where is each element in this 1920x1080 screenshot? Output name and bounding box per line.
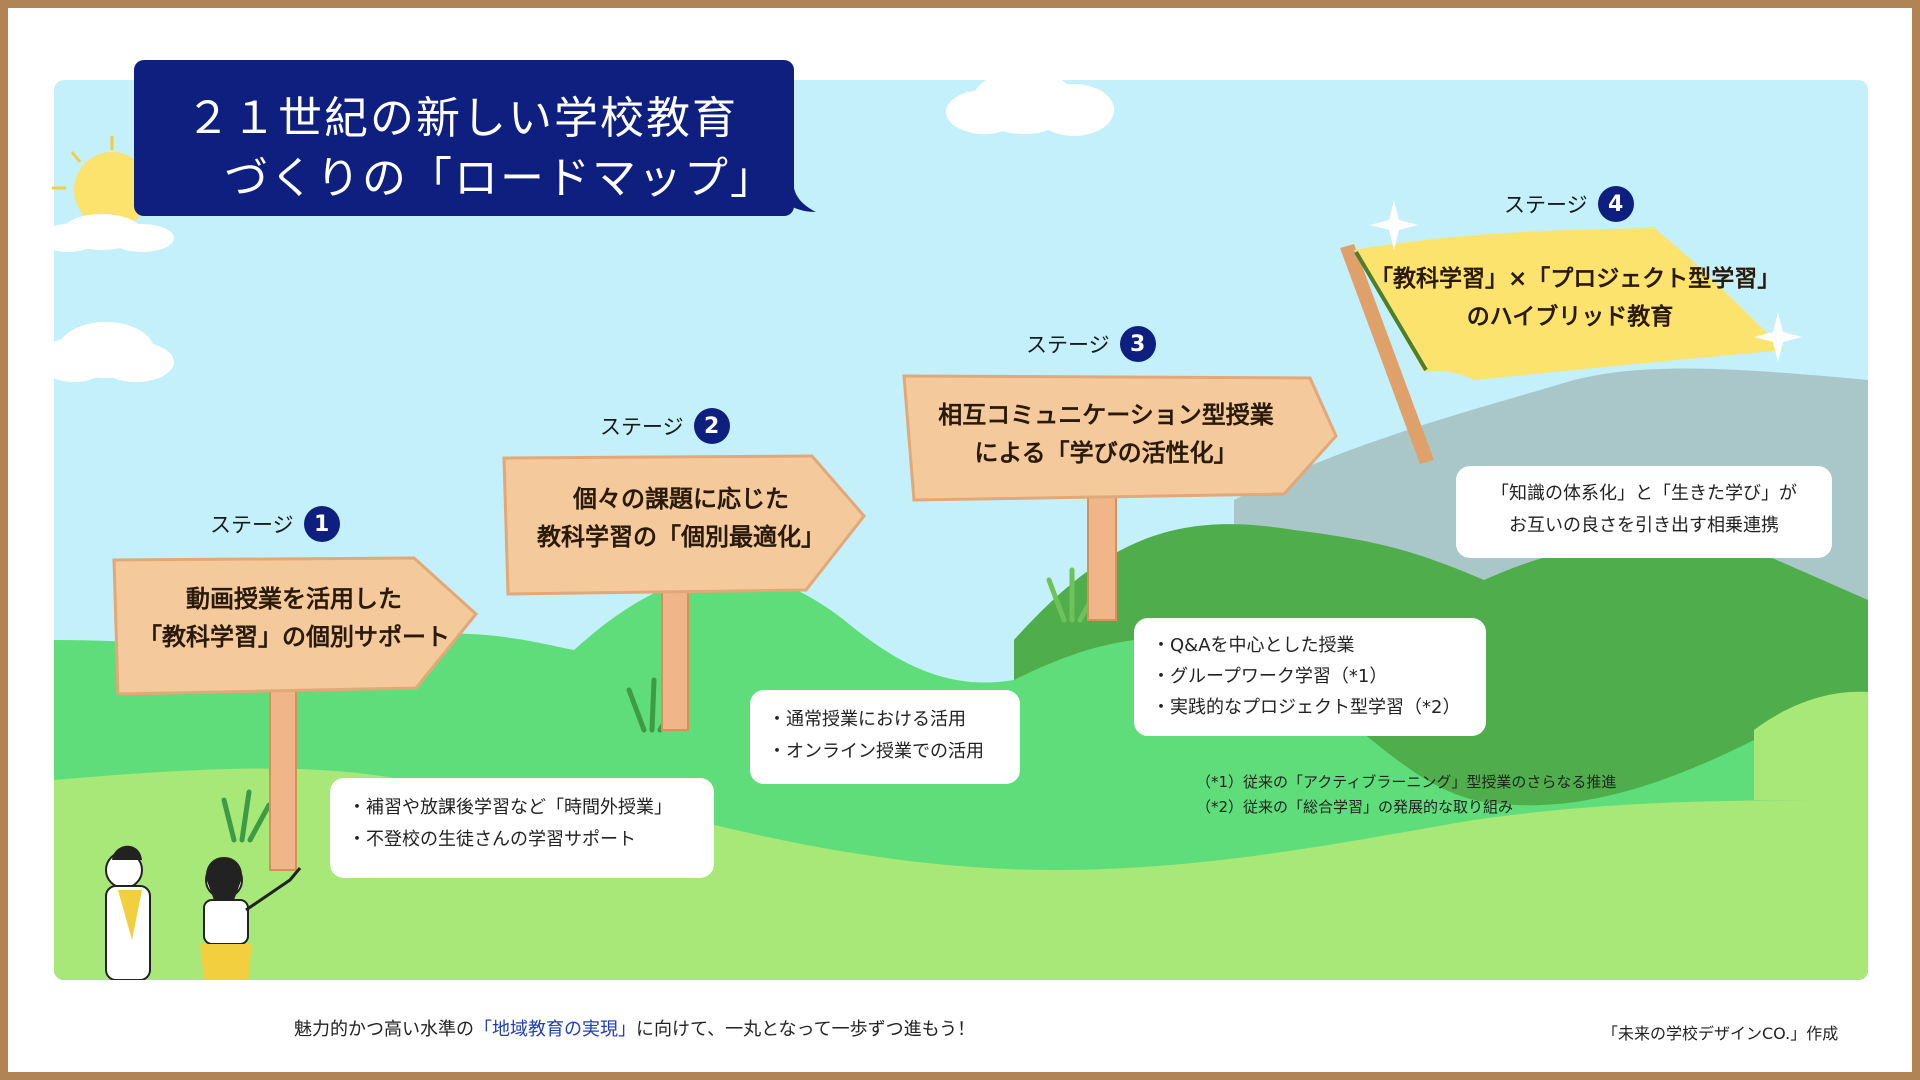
footer-text-before: 魅力的かつ高い水準の: [294, 1019, 474, 1040]
stage-1-sign-text: 動画授業を活用した 「教科学習」の個別サポート: [114, 580, 474, 656]
sign-post-1: [269, 679, 297, 871]
stage-1-note: ・補習や放課後学習など「時間外授業」 ・不登校の生徒さんの学習サポート: [330, 778, 714, 878]
stage-2-sign-text: 個々の課題に応じた 教科学習の「個別最適化」: [506, 480, 856, 556]
stage-3-label: ステージ 3: [1026, 326, 1156, 362]
credit-text: 「未来の学校デザインCO.」作成: [1602, 1024, 1839, 1043]
cloud-icon: [54, 322, 174, 382]
stage-1-text: ステージ: [210, 513, 294, 537]
stage-2-text: ステージ: [600, 415, 684, 439]
stage-4-text: ステージ: [1504, 193, 1588, 217]
footnotes: （*1）従来の「アクティブラーニング」型授業のさらなる推進 （*2）従来の「総合…: [1196, 770, 1616, 820]
footer-text-after: に向けて、一丸となって一歩ずつ進もう！: [636, 1019, 976, 1040]
cloud-icon: [946, 80, 1114, 136]
stage-1-label: ステージ 1: [210, 506, 340, 542]
note-item: ・Q&Aを中心とした授業: [1152, 635, 1355, 656]
stage-3-sign-text: 相互コミュニケーション型授業 による「学びの活性化」: [906, 396, 1306, 472]
stage-3-text: ステージ: [1026, 333, 1110, 357]
note-item: ・補習や放課後学習など「時間外授業」: [348, 797, 672, 818]
footnote-2: （*2）従来の「総合学習」の発展的な取り組み: [1196, 798, 1514, 816]
grass-icon: [221, 789, 272, 843]
sign-board-1: [112, 556, 479, 696]
stage-4-note: 「知識の体系化」と「生きた学び」が お互いの良さを引き出す相乗連携: [1456, 466, 1832, 558]
note-item: お互いの良さを引き出す相乗連携: [1509, 515, 1779, 536]
stage-3-sign-line1: 相互コミュニケーション型授業: [938, 401, 1274, 429]
page-title-line2: づくりの「ロードマップ」: [224, 153, 776, 204]
sparkle-icon: [1754, 312, 1802, 362]
footer-message: 魅力的かつ高い水準の「地域教育の実現」に向けて、一丸となって一歩ずつ進もう！: [294, 1015, 975, 1041]
stage-4-flag: [1354, 228, 1784, 380]
sign-board-2: [502, 454, 866, 596]
sign-post-3: [1087, 479, 1117, 621]
flag-pole: [1340, 244, 1434, 464]
stage-2-label: ステージ 2: [600, 408, 730, 444]
sun-icon: [38, 136, 174, 252]
stage-3-number-badge: 3: [1119, 326, 1156, 362]
footer-highlight: 「地域教育の実現」: [474, 1019, 636, 1040]
stage-2-number-badge: 2: [693, 408, 730, 444]
stage-2-sign-line1: 個々の課題に応じた: [573, 485, 789, 513]
stage-1-sign-line2: 「教科学習」の個別サポート: [138, 623, 450, 651]
stage-4-flag-line2: のハイブリッド教育: [1466, 304, 1674, 330]
note-item: ・グループワーク学習（*1）: [1152, 666, 1388, 687]
note-item: ・実践的なプロジェクト型学習（*2）: [1152, 697, 1461, 718]
page-title-line1: ２１世紀の新しい学校教育: [186, 93, 738, 144]
stage-3-sign-line2: による「学びの活性化」: [974, 439, 1238, 467]
stage-3-note: ・Q&Aを中心とした授業 ・グループワーク学習（*1） ・実践的なプロジェクト型…: [1134, 618, 1486, 736]
stage-1-number-badge: 1: [303, 506, 340, 542]
note-item: ・通常授業における活用: [768, 709, 966, 730]
stage-4-flag-line1: 「教科学習」×「プロジェクト型学習」: [1370, 266, 1781, 292]
stage-4-flag-text: 「教科学習」×「プロジェクト型学習」 のハイブリッド教育: [1370, 260, 1781, 336]
people-illustration: [105, 845, 302, 980]
stage-1-sign-line1: 動画授業を活用した: [186, 585, 402, 613]
footnote-1: （*1）従来の「アクティブラーニング」型授業のさらなる推進: [1196, 773, 1617, 791]
title-banner: ２１世紀の新しい学校教育 づくりの「ロードマップ」: [134, 60, 794, 216]
stage-2-sign-line2: 教科学習の「個別最適化」: [537, 523, 825, 551]
speech-tail-icon: [778, 188, 816, 212]
note-item: ・不登校の生徒さんの学習サポート: [348, 829, 636, 850]
note-item: 「知識の体系化」と「生きた学び」が: [1491, 483, 1797, 504]
roadmap-scene: ステージ 1 ステージ 2 ステージ 3 ステージ 4 動画授業を活用した 「教…: [54, 80, 1868, 980]
stage-4-label: ステージ 4: [1504, 186, 1634, 222]
sign-board-3: [902, 374, 1338, 502]
stage-4-number-badge: 4: [1597, 186, 1634, 222]
stage-2-note: ・通常授業における活用 ・オンライン授業での活用: [750, 690, 1020, 784]
note-item: ・オンライン授業での活用: [768, 741, 984, 762]
sign-post-2: [661, 579, 689, 731]
sparkle-icon: [1370, 200, 1418, 250]
